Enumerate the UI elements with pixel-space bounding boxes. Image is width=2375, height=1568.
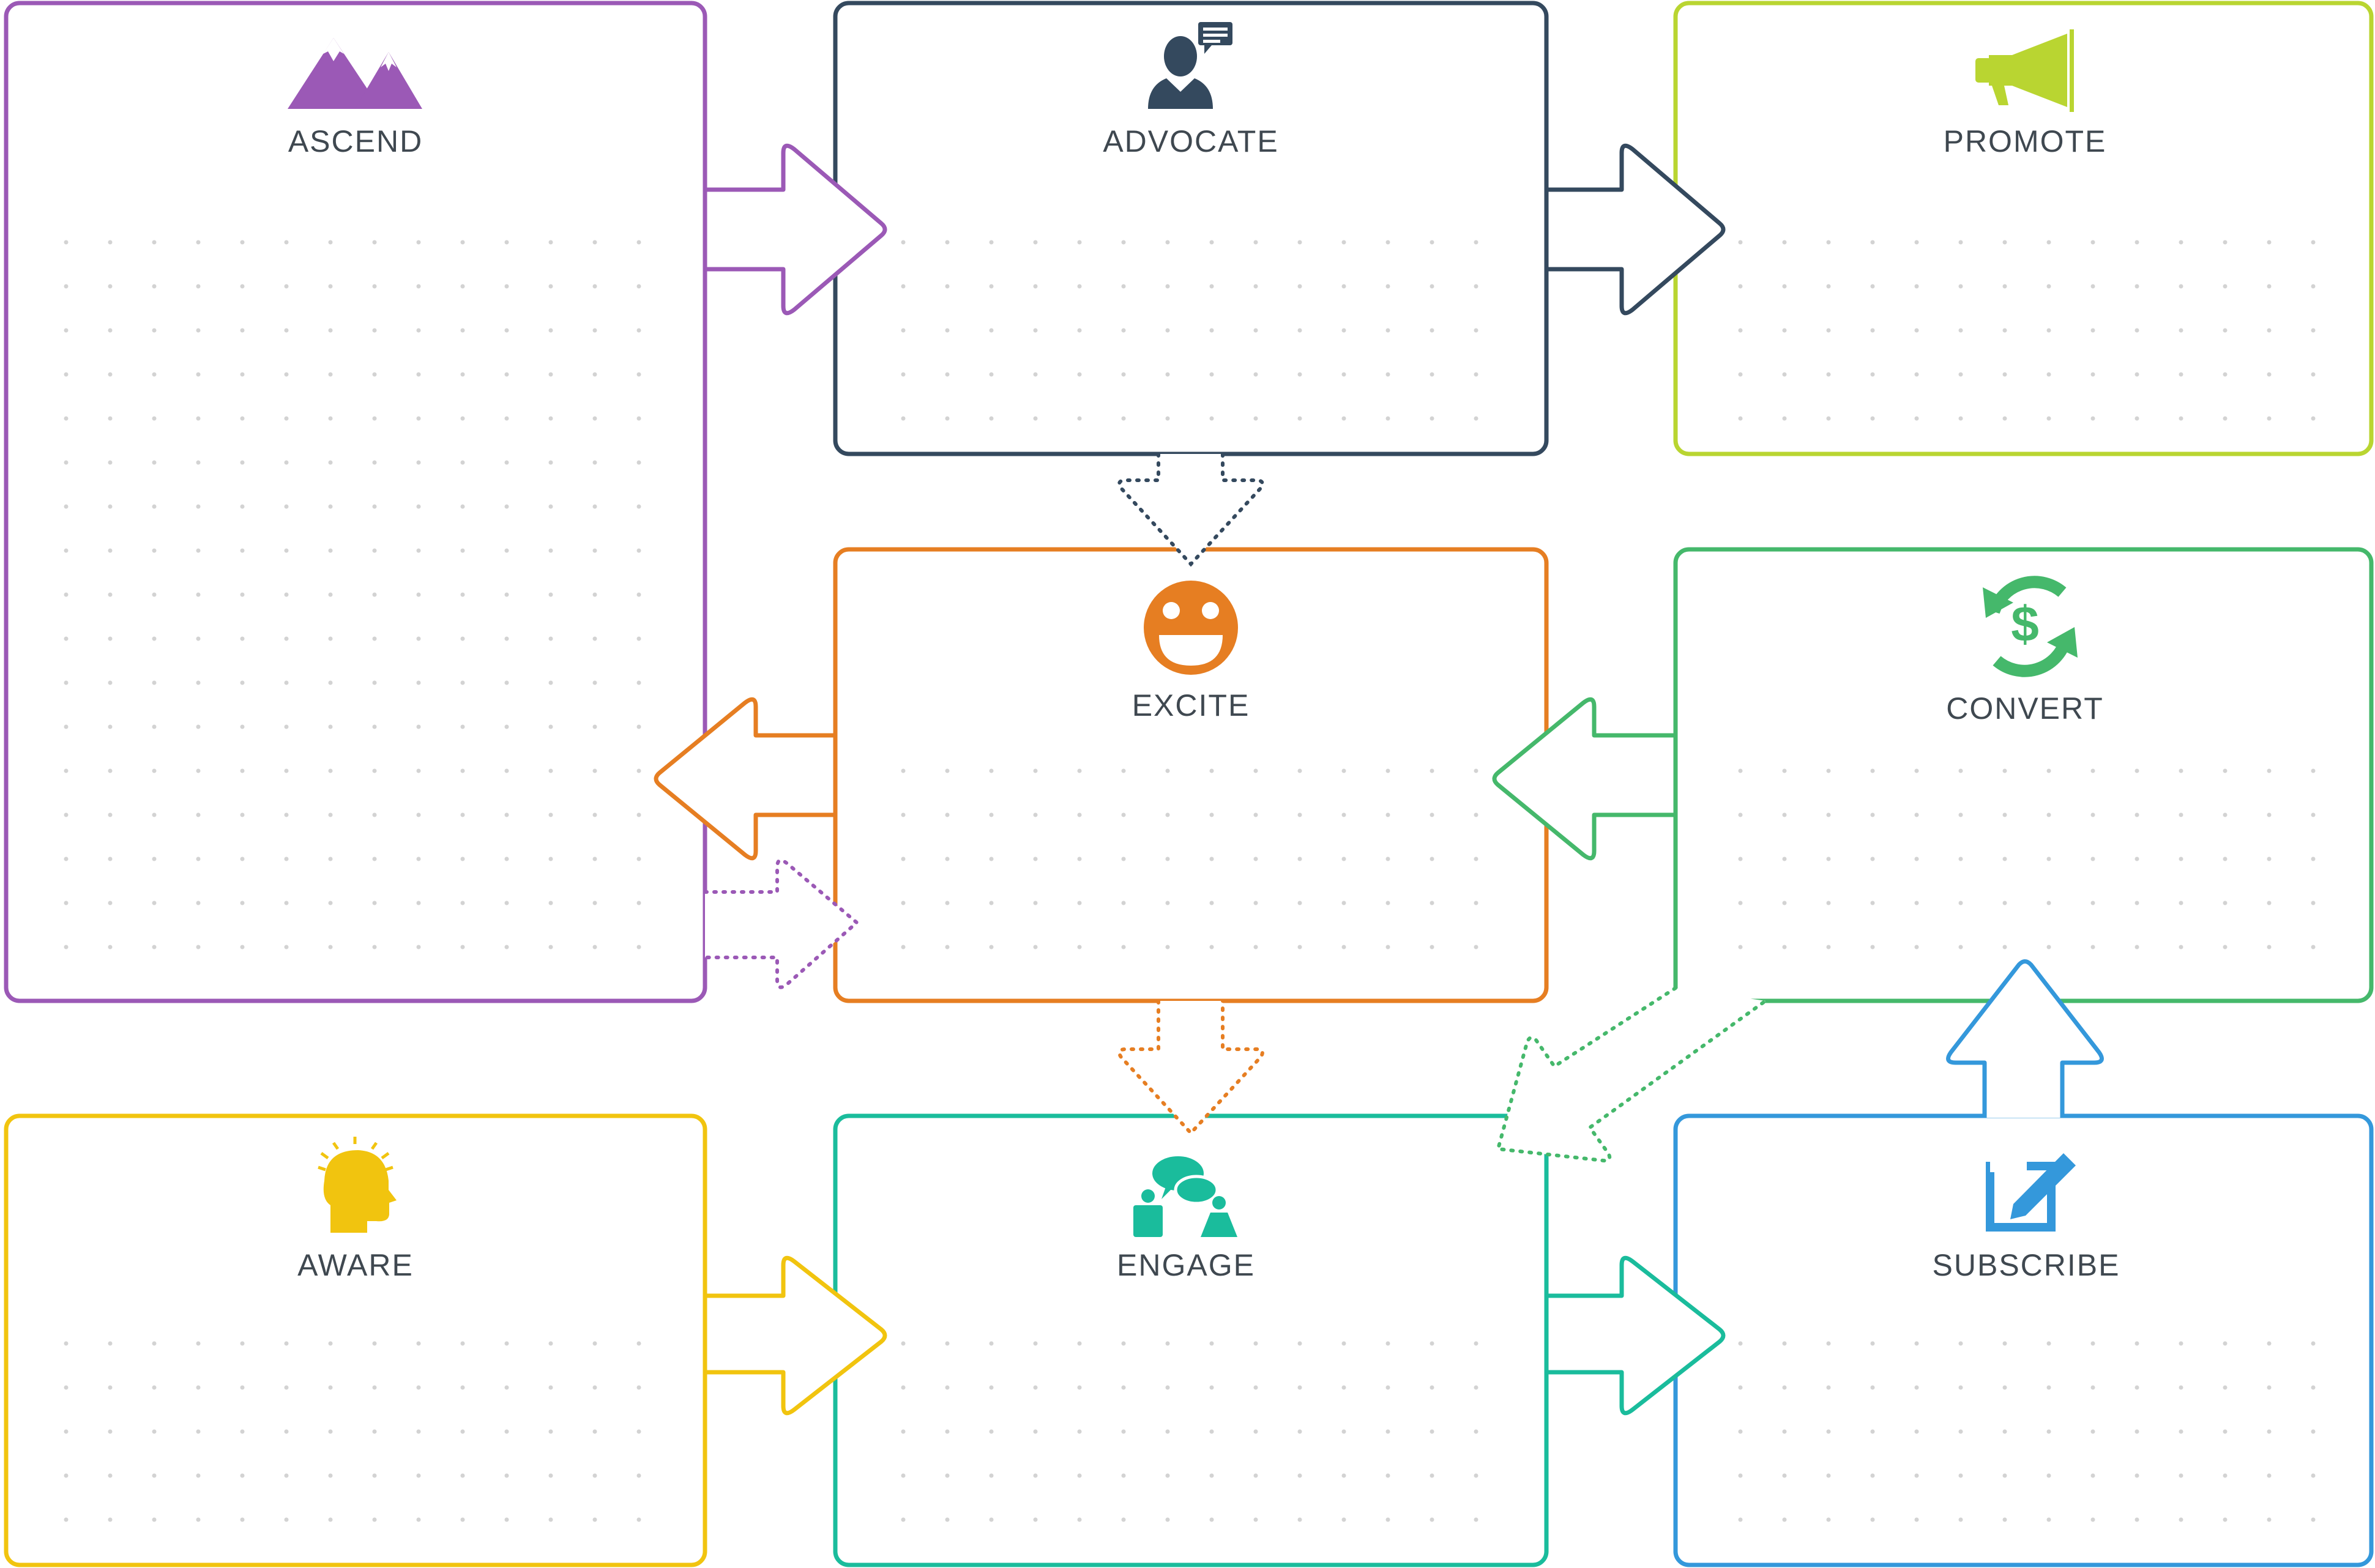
arrow-excite-to-engage <box>1117 999 1264 1136</box>
stage-label-excite: EXCITE <box>1132 688 1250 723</box>
dot-grid <box>1701 1321 2350 1548</box>
dot-grid <box>863 1321 1518 1548</box>
stage-ascend <box>4 1 707 1003</box>
stage-excite <box>833 547 1549 1003</box>
arrow-ascend-to-excite <box>703 858 860 989</box>
stage-label-subscribe: SUBSCRIBE <box>1933 1248 2120 1282</box>
arrow-convert-to-engage <box>1496 986 1767 1163</box>
dot-grid <box>1701 214 2350 428</box>
people-chat-icon <box>1133 1156 1237 1237</box>
dot-grid <box>34 226 676 979</box>
smiley-icon <box>1144 581 1238 675</box>
stage-aware <box>4 1113 707 1567</box>
stage-label-convert: CONVERT <box>1946 691 2104 726</box>
arrow-engage-to-subscribe <box>1544 1255 1726 1416</box>
lightbulb-head-icon <box>318 1137 397 1233</box>
edit-square-icon <box>1986 1153 2076 1232</box>
arrow-excite-to-ascend <box>654 697 838 861</box>
stage-label-engage: ENGAGE <box>1117 1248 1255 1282</box>
arrow-subscribe-to-convert <box>1946 959 2104 1118</box>
stage-convert <box>1673 547 2374 1003</box>
arrow-advocate-to-excite <box>1117 452 1264 567</box>
stage-label-aware: AWARE <box>297 1248 414 1282</box>
arrow-ascend-to-advocate <box>703 143 887 316</box>
arrow-advocate-to-promote <box>1544 143 1726 316</box>
dot-grid <box>863 765 1518 979</box>
svg-text:$: $ <box>2011 596 2039 652</box>
mountains-icon <box>288 38 422 109</box>
arrow-aware-to-engage <box>703 1255 887 1416</box>
stage-label-advocate: ADVOCATE <box>1103 124 1278 158</box>
stage-advocate <box>833 1 1549 456</box>
dollar-cycle-icon: $ <box>1983 576 2078 677</box>
stage-subscribe <box>1673 1113 2374 1567</box>
dot-grid <box>863 214 1518 428</box>
arrow-convert-to-excite <box>1492 697 1678 861</box>
dot-grid <box>1701 765 2350 979</box>
stage-label-ascend: ASCEND <box>288 124 423 158</box>
person-speech-icon <box>1148 22 1232 109</box>
stage-label-promote: PROMOTE <box>1944 124 2107 158</box>
dot-grid <box>34 1321 676 1548</box>
megaphone-icon <box>1975 29 2074 112</box>
